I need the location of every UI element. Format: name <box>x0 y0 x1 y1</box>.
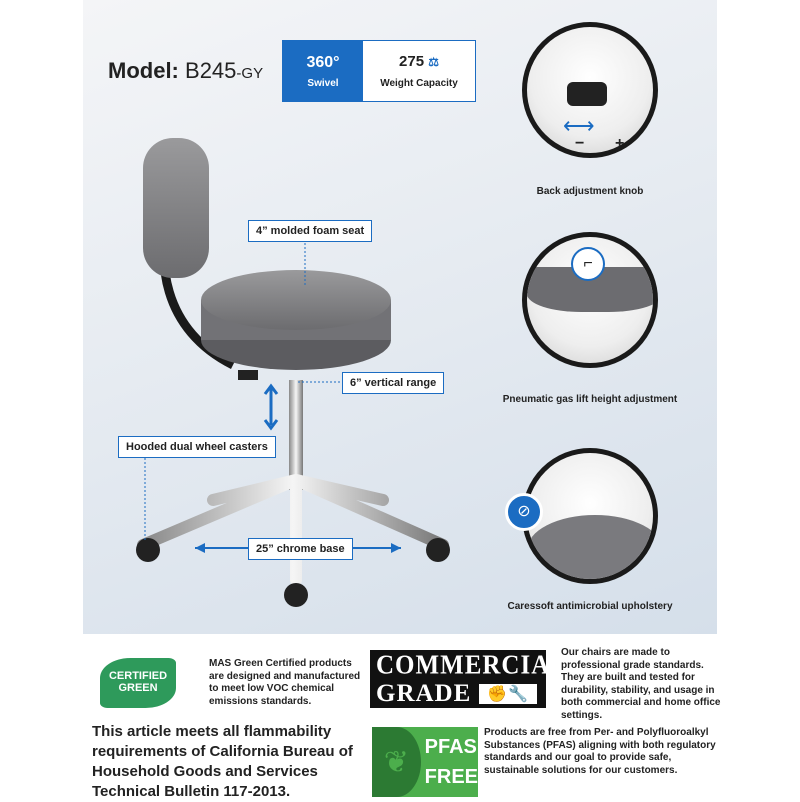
rotate-arrow-icon: ⟷ <box>563 113 595 138</box>
caster <box>136 538 160 562</box>
weight-icon: ⚖ <box>428 55 439 69</box>
leaf-icon: ❦ <box>372 727 421 797</box>
detail-label: Pneumatic gas lift height adjustment <box>502 394 678 405</box>
weight-value: 275 ⚖ <box>399 53 439 70</box>
detail-gas-lift: ⌐ <box>522 232 658 368</box>
callout-seat: 4” molded foam seat <box>248 220 373 242</box>
caster <box>284 583 308 607</box>
feature-badges: 360° Swivel 275 ⚖ Weight Capacity <box>282 40 476 102</box>
caster <box>426 538 450 562</box>
gas-lift <box>289 380 303 490</box>
seat-top <box>201 270 391 330</box>
detail-upholstery <box>522 448 658 584</box>
commercial-description: Our chairs are made to professional grad… <box>561 647 721 721</box>
callout-base: 25” chrome base <box>248 538 353 560</box>
model-title: Model: B245-GY <box>108 58 264 83</box>
fist-wrench-icon: ✊🔧 <box>479 684 538 704</box>
callout-vertical-range: 6” vertical range <box>342 372 445 394</box>
pfas-description: Products are free from Per- and Polyfluo… <box>484 727 716 776</box>
lever-icon: ⌐ <box>571 247 605 281</box>
swivel-value: 360° <box>306 53 340 71</box>
back-knob <box>238 370 258 380</box>
swivel-badge: 360° Swivel <box>283 41 363 101</box>
weight-badge: 275 ⚖ Weight Capacity <box>380 53 458 89</box>
chrome-base <box>137 474 449 586</box>
antimicrobial-icon: ⊘ <box>505 493 543 531</box>
vertical-arrow-icon <box>263 383 279 431</box>
backrest <box>143 138 209 278</box>
callout-casters: Hooded dual wheel casters <box>118 436 276 458</box>
mas-description: MAS Green Certified products are designe… <box>209 658 361 707</box>
flammability-statement: This article meets all flammability requ… <box>92 723 353 800</box>
commercial-grade-logo: COMMERCIAL GRADE✊🔧 <box>370 650 567 708</box>
chair-illustration <box>136 138 450 607</box>
detail-label: Back adjustment knob <box>536 186 644 197</box>
detail-label: Caressoft antimicrobial upholstery <box>507 601 673 612</box>
detail-back-knob: ⟷ − + <box>522 22 658 158</box>
